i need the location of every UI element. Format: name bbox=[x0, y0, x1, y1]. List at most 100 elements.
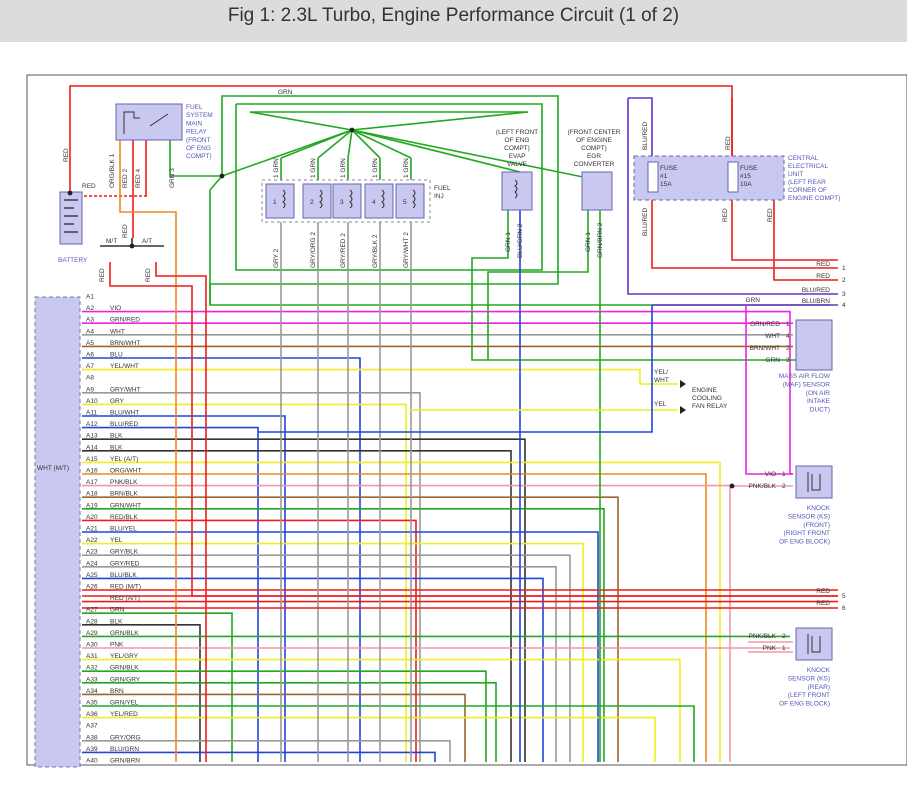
maf-pin-num-1: 1 bbox=[786, 321, 790, 328]
evap-pin-2-label: BLU/GRN 2 bbox=[517, 223, 524, 258]
ecm-pin-3: A3 bbox=[86, 317, 94, 324]
ecm-wire-label-19: GRN/WHT bbox=[110, 502, 141, 509]
evap-coil bbox=[514, 179, 518, 199]
fan-pin-yelwht-2: WHT bbox=[654, 377, 669, 384]
ecm-wire-label-11: BLU/WHT bbox=[110, 410, 139, 417]
egr-label-line-1: (FRONT CENTER bbox=[568, 129, 621, 136]
evap-label-line-3: COMPT) bbox=[504, 145, 530, 152]
ecm-wire-label-14: BLK bbox=[110, 444, 123, 451]
right-wire-label-3: BLU/RED bbox=[802, 287, 830, 294]
fuse-1-label-line-2: #1 bbox=[660, 173, 668, 180]
ecm-pin-8: A8 bbox=[86, 375, 94, 382]
ecm-pin-38: A37 bbox=[86, 723, 98, 730]
evap-pin-1-label: GRN 1 bbox=[505, 232, 512, 252]
fan-pin-yel: YEL bbox=[654, 401, 667, 408]
ksf-label-line-3: (FRONT) bbox=[803, 522, 830, 529]
egr-pin-2-label: GRN/BRN 2 bbox=[597, 222, 604, 258]
ecm-wire-label-35: BRN bbox=[110, 688, 124, 695]
mt-label: M/T bbox=[106, 238, 117, 245]
splice-relay-grn bbox=[219, 173, 225, 179]
ecm-pin-4: A4 bbox=[86, 328, 94, 335]
right-wire-label-1: RED bbox=[816, 261, 830, 268]
egr-converter bbox=[581, 171, 613, 211]
relay-switch-symbol bbox=[149, 113, 169, 127]
wire-at-red bbox=[155, 262, 207, 762]
grn-row-label: GRN bbox=[746, 297, 761, 304]
injector-top-label-2: 1 GRN bbox=[310, 158, 317, 178]
ecm-pin-30: A29 bbox=[86, 630, 98, 637]
ecm-pin-21: A21 bbox=[86, 526, 98, 533]
ksf-pin-label-1: VIO bbox=[765, 471, 776, 478]
injector-coil-4 bbox=[381, 189, 385, 209]
injector-coil-3 bbox=[349, 189, 353, 209]
fuse-15-label-line-2: #15 bbox=[740, 173, 751, 180]
ceu-label-line-1: CENTRAL bbox=[788, 155, 819, 162]
ksf-pin-label-2: PNK/BLK bbox=[749, 483, 777, 490]
maf-pin-num-2: 4 bbox=[786, 333, 790, 340]
injector-number-3: 3 bbox=[340, 199, 344, 206]
ecm-wire-label-12: BLU/RED bbox=[110, 421, 138, 428]
wire-grn-egr bbox=[487, 210, 589, 360]
injector-bottom-label-5: GRY/WHT 2 bbox=[403, 232, 410, 268]
ecm-wire-label-33: GRN/BLK bbox=[110, 665, 139, 672]
ecm-pin-25: A25 bbox=[86, 572, 98, 579]
injector-top-label-4: 1 GRN bbox=[372, 158, 379, 178]
ecm-pin-29: A28 bbox=[86, 618, 98, 625]
wire-grn-evap bbox=[471, 210, 830, 361]
egr-label-line-2: OF ENGINE bbox=[576, 137, 612, 144]
ecm-pin-20: A20 bbox=[86, 514, 98, 521]
ceu-red-a-label: RED bbox=[722, 208, 729, 222]
fuel-inj-label-line-1: FUEL bbox=[434, 185, 451, 192]
maf-pin-label-3: BRN/WHT bbox=[750, 345, 780, 352]
wire-grn-hub-10 bbox=[221, 129, 353, 177]
ecm-wire-label-29: BLK bbox=[110, 618, 123, 625]
ecm-wire-label-18: BRN/BLK bbox=[110, 491, 138, 498]
right-wire-num-3: 3 bbox=[842, 291, 846, 298]
ecm-wire-label-39: GRY/ORG bbox=[110, 734, 141, 741]
injector-coil-1 bbox=[282, 189, 286, 209]
maf-pin-label-2: WHT bbox=[765, 333, 780, 340]
maf-label-line-2: (MAF) SENSOR bbox=[783, 381, 831, 388]
ceu-red-b-label: RED bbox=[767, 208, 774, 222]
ksr-symbol bbox=[807, 634, 821, 654]
evap-label-line-5: VALVE bbox=[507, 161, 528, 168]
injector-bottom-label-4: GRY/BLK 2 bbox=[372, 234, 379, 268]
ecm-pin-5: A5 bbox=[86, 340, 94, 347]
ksf-pin-num-1: 1 bbox=[782, 471, 786, 478]
ecm-wire-label-30: GRN/BLK bbox=[110, 630, 139, 637]
wire-grn-hub-7 bbox=[351, 129, 589, 179]
relay-pin-label-2: RED 2 bbox=[122, 168, 129, 188]
ecm-pin-31: A30 bbox=[86, 642, 98, 649]
maf-pin-label-4: GRN bbox=[766, 357, 781, 364]
ksf-label-line-4: (RIGHT FRONT bbox=[784, 530, 830, 537]
ecm-pin-23: A23 bbox=[86, 549, 98, 556]
ksr-pin-num-2: 1 bbox=[782, 645, 786, 652]
fuel-relay-label-line-1: FUEL bbox=[186, 104, 203, 111]
relay-pin-label-3: RED 4 bbox=[135, 168, 142, 188]
ecm-pin-37: A36 bbox=[86, 711, 98, 718]
fuel-injector-2 bbox=[302, 183, 332, 219]
fuel-injector-1 bbox=[265, 183, 295, 219]
injector-bottom-label-1: GRY 2 bbox=[273, 248, 280, 268]
ecm-wire-20 bbox=[82, 519, 417, 762]
ecm-pin-19: A19 bbox=[86, 502, 98, 509]
fuel-relay-label-line-6: OF ENG bbox=[186, 145, 211, 152]
wire-grn-bus-inner bbox=[209, 175, 223, 305]
title-bar bbox=[0, 0, 907, 42]
fuel-relay-label-line-5: (FRONT bbox=[186, 137, 211, 144]
ecm-wire-label-34: GRN/GRY bbox=[110, 676, 141, 683]
ecm-wire-label-17: PNK/BLK bbox=[110, 479, 138, 486]
ecm-pin-32: A31 bbox=[86, 653, 98, 660]
maf-pin-num-3: 2 bbox=[786, 345, 790, 352]
fuse-15-label-line-1: FUSE bbox=[740, 165, 758, 172]
relay-coil-symbol bbox=[123, 111, 140, 134]
ecm-wire-13 bbox=[82, 438, 526, 762]
evap-valve bbox=[501, 171, 533, 211]
wire-ceu-red-a bbox=[651, 200, 838, 269]
wire-relay-org bbox=[119, 140, 177, 762]
ecm-wire-label-7: YEL/WHT bbox=[110, 363, 139, 370]
ecm-pin-6: A6 bbox=[86, 352, 94, 359]
ecm-pin-28: A27 bbox=[86, 607, 98, 614]
ecm-wire-7 bbox=[82, 368, 641, 384]
fuse-15 bbox=[727, 161, 739, 193]
